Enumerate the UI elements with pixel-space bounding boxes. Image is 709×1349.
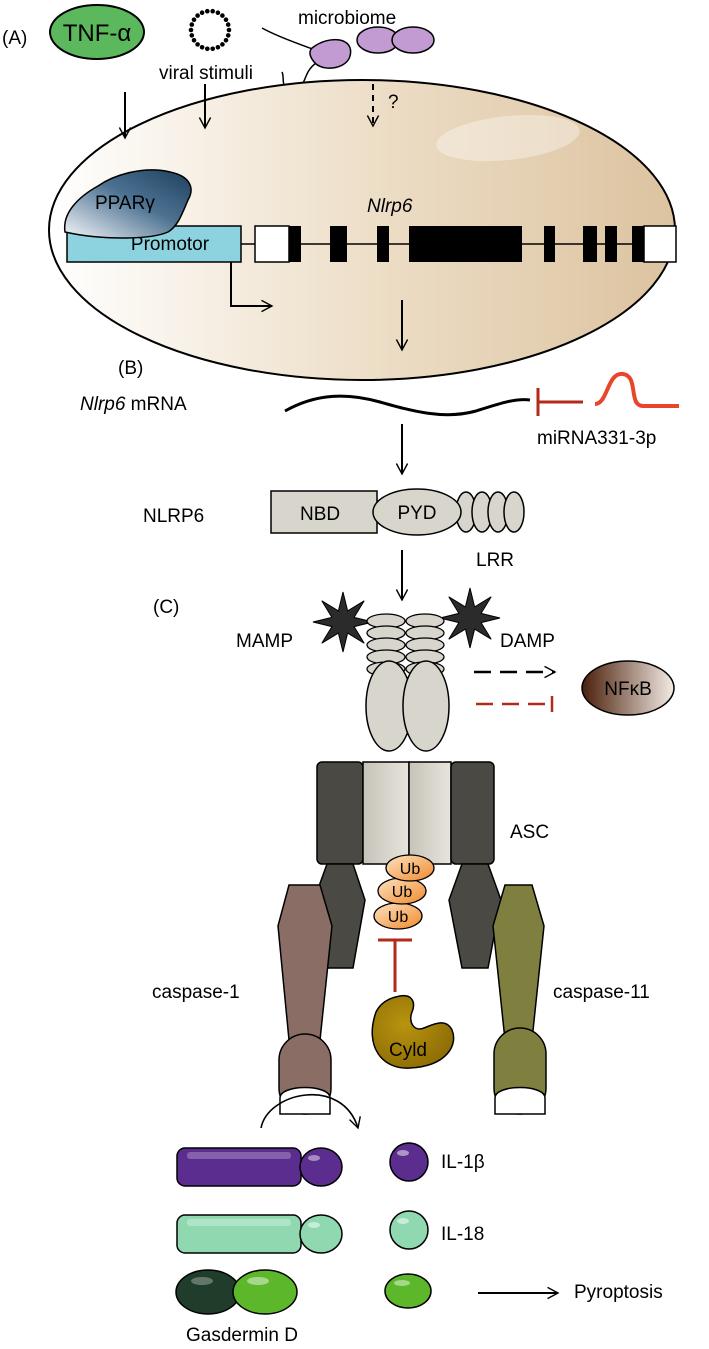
virus-dot (205, 46, 210, 52)
il1b-label: IL-1β (441, 1152, 485, 1173)
promotor-box (66, 225, 242, 263)
gasdermin-n-terminal (384, 1273, 432, 1309)
virus-dot (215, 45, 221, 50)
nbd-domain (270, 490, 378, 534)
tnf-alpha: TNF-α (49, 4, 145, 60)
virus-dot (199, 45, 205, 50)
viral-stimuli-label: viral stimuli (159, 63, 253, 84)
mirna-strand (594, 372, 679, 408)
lrr-domain (455, 491, 525, 533)
nfkb (581, 660, 675, 716)
asc-complex (316, 761, 495, 865)
gasdermin-label: Gasdermin D (186, 1325, 298, 1346)
virus-dot (205, 8, 210, 14)
damp-star-icon (439, 587, 501, 649)
panel-a-label: (A) (2, 28, 27, 49)
il18-mature (389, 1210, 429, 1250)
cell-highlight (436, 114, 580, 162)
ub-label-1: Ub (400, 861, 421, 878)
caspase-11-label: caspase-11 (553, 982, 650, 1003)
mamp-star-icon (312, 591, 374, 653)
virus-dot (189, 22, 195, 27)
cyld-label: Cyld (389, 1040, 427, 1061)
gasdermin-d (175, 1269, 298, 1315)
asc-card-right (448, 863, 502, 969)
virus-dot (220, 42, 225, 47)
virus-dot (223, 17, 229, 23)
ppar-gamma: PPARγ (63, 169, 192, 239)
virus-dot (215, 10, 221, 15)
promotor-label: Promotor (131, 234, 210, 255)
virus-dot (225, 22, 231, 27)
virus-icon (188, 8, 232, 52)
asc-label: ASC (510, 822, 549, 843)
ub-label-3: Ub (388, 909, 409, 926)
ppar-label: PPARγ (95, 193, 155, 214)
pro-il18 (176, 1214, 343, 1254)
microbiome-label: microbiome (298, 8, 396, 29)
mrna-label-italic: Nlrp6 (80, 394, 126, 415)
damp-star-shape (439, 587, 501, 649)
virus-dot (188, 27, 194, 33)
mamp-star-shape (312, 591, 374, 653)
nbd-label: NBD (300, 504, 340, 525)
virus-dot (225, 33, 231, 38)
pyd-domain (372, 488, 462, 536)
mrna-label: Nlrp6 mRNA (80, 394, 187, 415)
nfkb-label: NFκB (604, 679, 652, 700)
virus-dot (189, 33, 195, 38)
virus-dot (223, 38, 229, 43)
panel-c-label: (C) (153, 597, 179, 618)
oligomer-pyd-domains (365, 660, 450, 752)
il18-label: IL-18 (441, 1224, 484, 1245)
caspase-1-label: caspase-1 (152, 982, 240, 1003)
tnf-alpha-label: TNF-α (63, 20, 132, 47)
mrna-label-rest: mRNA (125, 394, 187, 415)
virus-dot (195, 42, 200, 47)
virus-dot (191, 17, 197, 23)
damp-label: DAMP (500, 631, 555, 652)
lrr-label: LRR (476, 550, 514, 571)
panel-b-label: (B) (118, 358, 143, 379)
virus-dot (210, 8, 215, 14)
ubiquitin-chain: Ub Ub Ub (373, 854, 435, 930)
mamp-label: MAMP (236, 631, 293, 652)
virus-dot (199, 10, 205, 15)
microbe-icon (261, 26, 435, 89)
ub-label-2: Ub (392, 884, 413, 901)
caspase-11 (492, 884, 547, 1115)
nlrp6-label: NLRP6 (143, 506, 204, 527)
virus-dot (195, 13, 200, 18)
virus-dot (220, 13, 225, 18)
gene-exons (254, 225, 677, 263)
pyroptosis-label: Pyroptosis (574, 1282, 663, 1303)
pro-il1b (176, 1147, 343, 1187)
transcription-start-arrow (230, 262, 274, 313)
il1b-mature (389, 1142, 429, 1182)
caspase-1 (277, 884, 333, 1115)
cleavage-arrow (260, 1093, 361, 1130)
virus-dot (210, 46, 215, 52)
virus-dot (226, 27, 232, 33)
mirna-label: miRNA331-3p (537, 428, 656, 449)
mrna-strand (284, 394, 531, 417)
cyld-enzyme (371, 994, 455, 1069)
unknown-mark: ? (388, 92, 399, 113)
pyd-label: PYD (397, 503, 436, 524)
gene-name: Nlrp6 (367, 196, 413, 217)
virus-dot (191, 38, 197, 43)
